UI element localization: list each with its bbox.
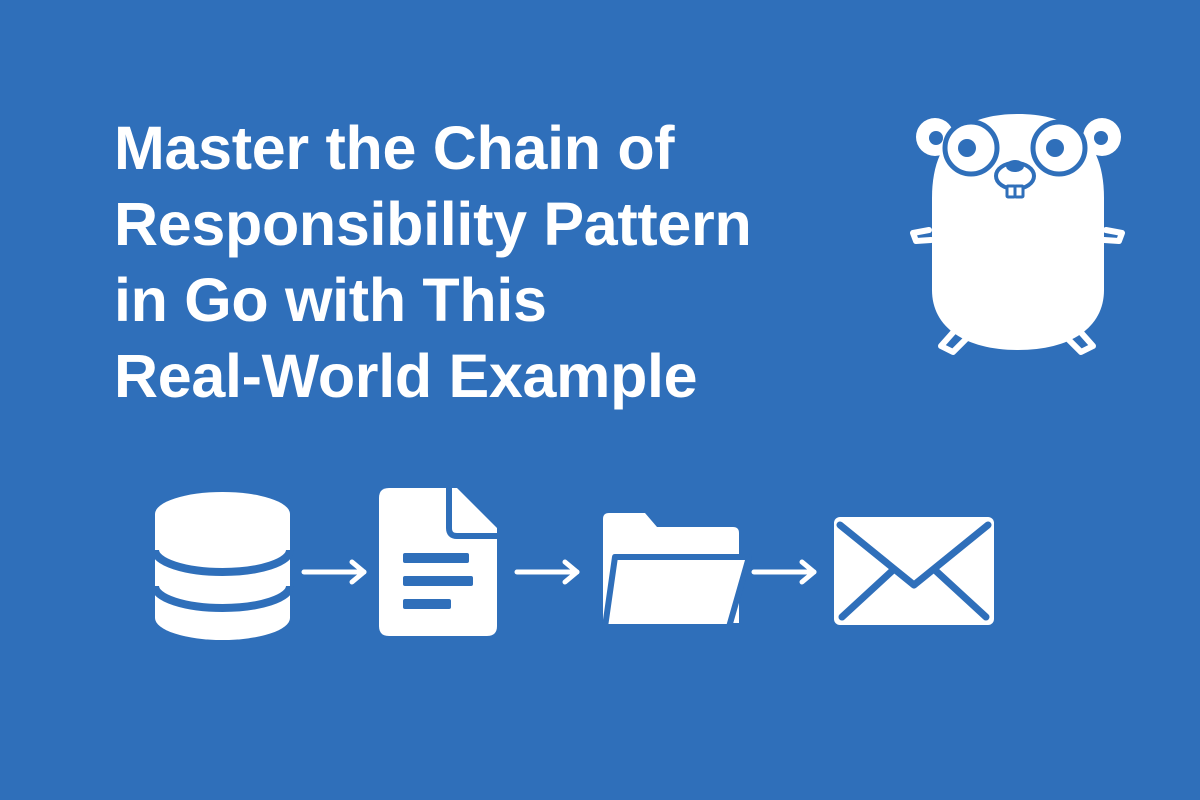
document-icon [379,488,497,636]
arrow-right-icon [514,559,581,585]
headline-line-2: Responsibility Pattern [114,190,752,258]
envelope-icon [834,517,994,625]
headline: Master the Chain of Responsibility Patte… [114,110,894,414]
folder-icon [602,513,753,631]
headline-line-3: in Go with This [114,266,547,334]
arrow-right-icon [301,559,368,585]
headline-line-1: Master the Chain of [114,114,675,182]
arrow-right-icon [751,559,818,585]
database-icon [151,492,294,640]
headline-line-4: Real-World Example [114,342,698,410]
go-gopher-icon [905,100,1135,365]
